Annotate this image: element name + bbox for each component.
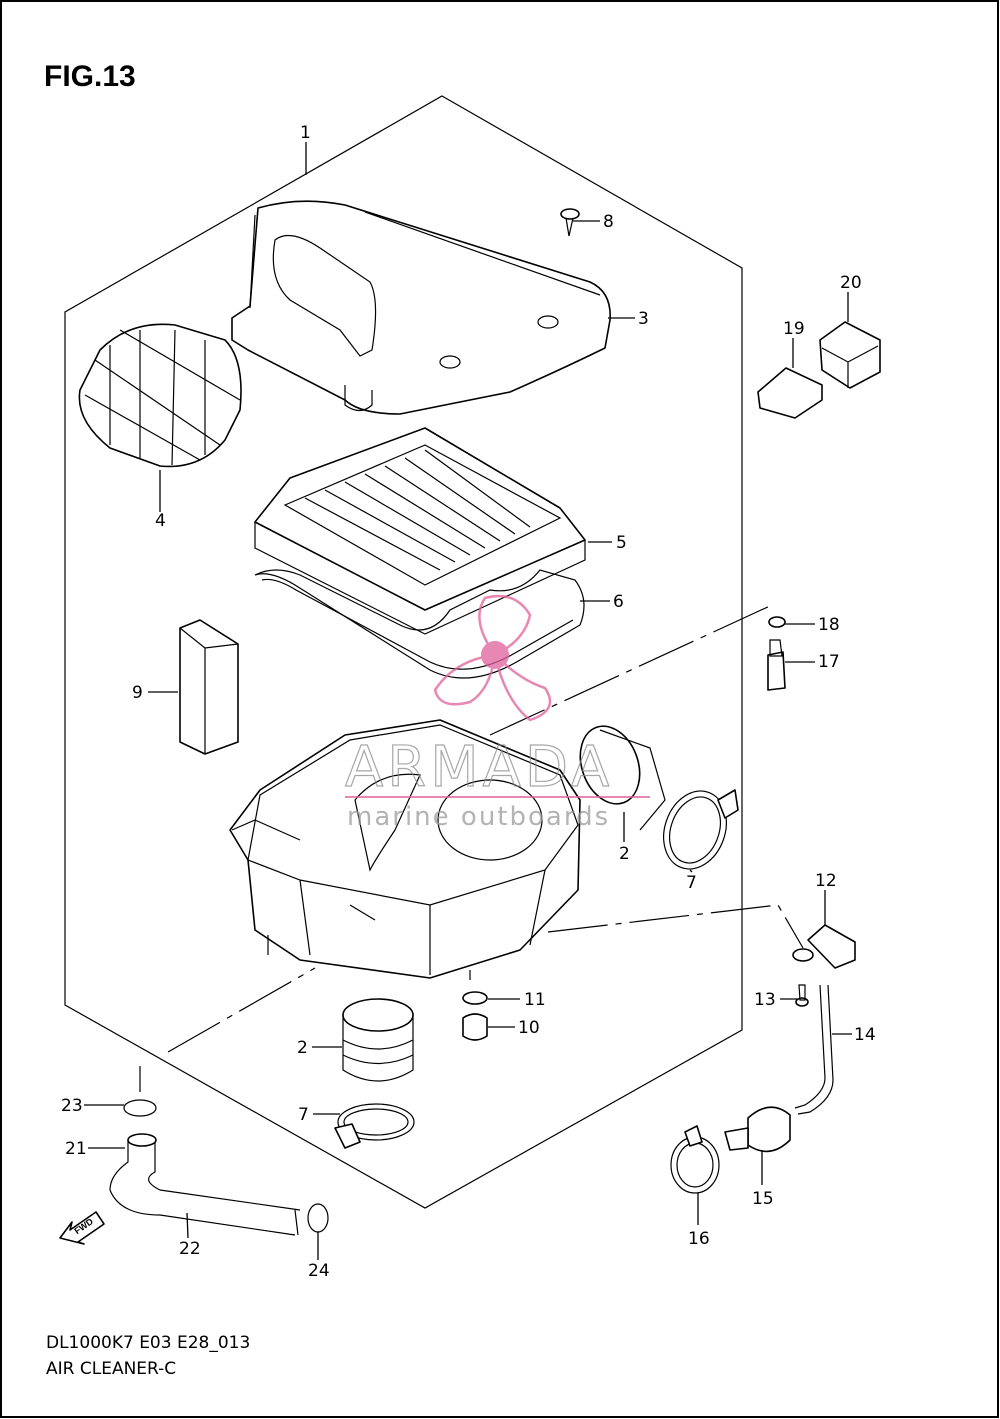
o-ring-18[interactable] <box>768 616 786 628</box>
callout-2a: 2 <box>619 844 630 864</box>
washer-11[interactable] <box>462 991 488 1005</box>
watermark-tagline: marine outboards <box>347 802 610 832</box>
callout-14: 14 <box>854 1025 876 1045</box>
callout-20: 20 <box>840 273 862 293</box>
air-cleaner-case[interactable] <box>229 719 581 980</box>
watermark-brand: ARMADA <box>345 735 613 800</box>
callout-21: 21 <box>65 1139 87 1159</box>
callout-24: 24 <box>308 1261 330 1281</box>
callout-2b: 2 <box>297 1038 308 1058</box>
callout-23: 23 <box>61 1096 83 1116</box>
bushing-10[interactable] <box>462 1013 488 1041</box>
bracket-16[interactable] <box>670 1125 720 1194</box>
callout-12: 12 <box>815 871 837 891</box>
intake-tube-2b[interactable] <box>342 998 414 1082</box>
callout-1: 1 <box>300 123 311 143</box>
sensor-12[interactable] <box>792 924 856 969</box>
clamp-7a[interactable] <box>653 782 739 878</box>
watermark: ARMADA marine outboards <box>344 594 650 832</box>
alignment-lines <box>139 604 804 1092</box>
assembly-boundary <box>64 95 743 1209</box>
callout-22: 22 <box>179 1239 201 1259</box>
callout-3: 3 <box>638 309 649 329</box>
bolt-13[interactable] <box>795 984 809 1007</box>
callout-6: 6 <box>613 592 624 612</box>
fwd-arrow-icon: FWD <box>59 1211 105 1245</box>
hose-14[interactable] <box>794 984 834 1115</box>
callout-8: 8 <box>603 212 614 232</box>
figure-title: FIG.13 <box>44 60 136 93</box>
cover-20[interactable] <box>819 321 881 389</box>
callout-9: 9 <box>132 683 143 703</box>
callout-4: 4 <box>155 511 166 531</box>
clip-23[interactable] <box>123 1099 157 1117</box>
callout-17: 17 <box>818 652 840 672</box>
drain-hose-22[interactable] <box>109 1133 301 1236</box>
diagram-code: DL1000K7 E03 E28_013 <box>46 1333 251 1353</box>
callout-13: 13 <box>754 990 776 1010</box>
callout-11: 11 <box>524 990 546 1010</box>
callout-7b: 7 <box>298 1105 309 1125</box>
sensor-19[interactable] <box>757 367 823 419</box>
callout-15: 15 <box>752 1189 774 1209</box>
screw-8[interactable] <box>560 208 580 237</box>
clamp-7b[interactable] <box>334 1103 415 1149</box>
propeller-logo-icon <box>433 594 552 722</box>
leader-lines <box>84 142 852 1260</box>
filter-element[interactable] <box>254 427 586 635</box>
callout-labels: 1 8 3 20 19 4 5 6 18 17 9 2 7 12 11 13 1… <box>61 123 876 1281</box>
callout-5: 5 <box>616 533 627 553</box>
callout-16: 16 <box>688 1229 710 1249</box>
clip-24[interactable] <box>307 1203 329 1233</box>
callout-7a: 7 <box>686 873 697 893</box>
air-cleaner-cap[interactable] <box>231 200 611 415</box>
valve-15[interactable] <box>724 1106 791 1153</box>
callout-10: 10 <box>518 1018 540 1038</box>
intake-mesh[interactable] <box>78 323 242 468</box>
diagram-name: AIR CLEANER-C <box>46 1359 177 1379</box>
foam-block[interactable] <box>179 619 239 755</box>
callout-19: 19 <box>783 319 805 339</box>
callout-18: 18 <box>818 615 840 635</box>
fitting-17[interactable] <box>767 639 786 691</box>
outlet-tube-2a[interactable] <box>570 718 666 831</box>
